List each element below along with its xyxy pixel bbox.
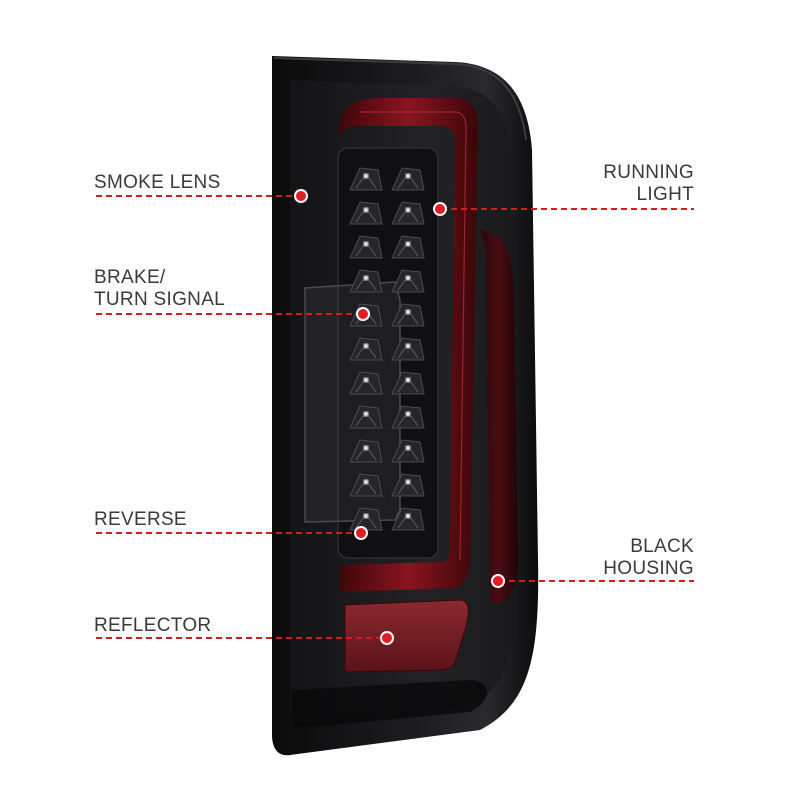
led-cell bbox=[391, 235, 425, 259]
black-housing-label-line-2: HOUSING bbox=[603, 558, 694, 579]
side-red-panel bbox=[480, 230, 518, 605]
smoke-lens-dot bbox=[294, 189, 308, 203]
led-cell bbox=[391, 473, 425, 497]
reflector-label-line-1: REFLECTOR bbox=[94, 615, 212, 636]
led-cell bbox=[349, 235, 383, 259]
led-chip bbox=[363, 173, 369, 179]
led-chip bbox=[405, 173, 411, 179]
black-housing-dot bbox=[491, 574, 505, 588]
led-chip bbox=[405, 377, 411, 383]
led-cell bbox=[391, 371, 425, 395]
black-housing-label-line-1: BLACK bbox=[630, 536, 694, 557]
brake-turn-signal-label: BRAKE/ TURN SIGNAL bbox=[94, 267, 225, 311]
led-cell bbox=[349, 201, 383, 225]
led-cell bbox=[391, 167, 425, 191]
led-cell bbox=[391, 303, 425, 327]
led-cell bbox=[391, 507, 425, 531]
running-light-highlight bbox=[360, 111, 467, 561]
reflector-label: REFLECTOR bbox=[94, 615, 211, 637]
led-cell bbox=[349, 507, 383, 531]
led-chip bbox=[405, 445, 411, 451]
led-chip bbox=[405, 309, 411, 315]
led-chip bbox=[405, 207, 411, 213]
reflector-dot bbox=[380, 631, 394, 645]
housing-bottom bbox=[291, 680, 487, 728]
led-chip bbox=[363, 343, 369, 349]
led-cell bbox=[349, 269, 383, 293]
callout-lines bbox=[96, 189, 694, 645]
running-light-bar bbox=[338, 98, 478, 592]
led-chip bbox=[405, 411, 411, 417]
led-chip bbox=[405, 513, 411, 519]
running-light-label-line-1: RUNNING bbox=[603, 162, 694, 183]
led-grid bbox=[349, 167, 425, 531]
led-chip bbox=[363, 241, 369, 247]
brake-turn-signal-dot bbox=[356, 307, 370, 321]
reverse-dot bbox=[354, 526, 368, 540]
led-cell bbox=[391, 439, 425, 463]
led-cell bbox=[391, 269, 425, 293]
led-cell bbox=[349, 337, 383, 361]
led-chip bbox=[363, 207, 369, 213]
smoke-lens-label: SMOKE LENS bbox=[94, 172, 221, 194]
led-chip bbox=[363, 377, 369, 383]
led-chip bbox=[363, 411, 369, 417]
led-chip bbox=[363, 479, 369, 485]
led-chip bbox=[405, 343, 411, 349]
led-cell bbox=[349, 167, 383, 191]
led-chip bbox=[363, 275, 369, 281]
smoke-lens-label-line-1: SMOKE LENS bbox=[94, 172, 221, 193]
led-cell bbox=[349, 405, 383, 429]
reverse-label: REVERSE bbox=[94, 509, 187, 531]
led-cell bbox=[349, 473, 383, 497]
brake-turn-box bbox=[304, 281, 401, 523]
black-housing-label: BLACK HOUSING bbox=[603, 536, 694, 580]
reverse-label-line-1: REVERSE bbox=[94, 509, 187, 530]
led-chip bbox=[363, 445, 369, 451]
led-chip bbox=[405, 479, 411, 485]
running-light-label: RUNNING LIGHT bbox=[603, 162, 694, 206]
running-light-label-line-2: LIGHT bbox=[636, 184, 694, 205]
led-cell bbox=[349, 439, 383, 463]
led-chip bbox=[405, 275, 411, 281]
led-cell bbox=[391, 337, 425, 361]
brake-turn-signal-label-line-1: BRAKE/ bbox=[94, 267, 166, 288]
led-chip bbox=[363, 513, 369, 519]
housing-top-edge bbox=[273, 57, 527, 141]
led-chip bbox=[405, 241, 411, 247]
led-cell bbox=[391, 201, 425, 225]
brake-turn-signal-label-line-2: TURN SIGNAL bbox=[94, 289, 226, 310]
led-cell bbox=[391, 405, 425, 429]
led-cell bbox=[349, 371, 383, 395]
reflector-shape bbox=[344, 599, 469, 673]
running-light-dot bbox=[433, 202, 447, 216]
